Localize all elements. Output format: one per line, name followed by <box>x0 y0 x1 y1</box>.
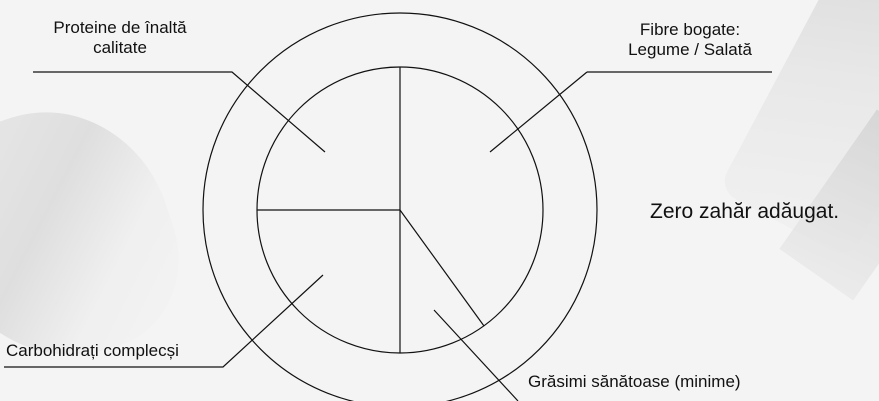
divider-diagonal <box>400 210 484 326</box>
label-proteine: Proteine de înaltă calitate <box>30 18 210 58</box>
note-zero-zahar: Zero zahăr adăugat. <box>650 200 839 224</box>
pointer-grasimi <box>434 310 518 401</box>
label-fibre: Fibre bogate: Legume / Salată <box>600 20 780 60</box>
label-carbohidrati: Carbohidrați complecși <box>6 341 179 361</box>
pointer-proteine <box>33 72 325 152</box>
label-grasimi: Grăsimi sănătoase (minime) <box>528 372 741 392</box>
